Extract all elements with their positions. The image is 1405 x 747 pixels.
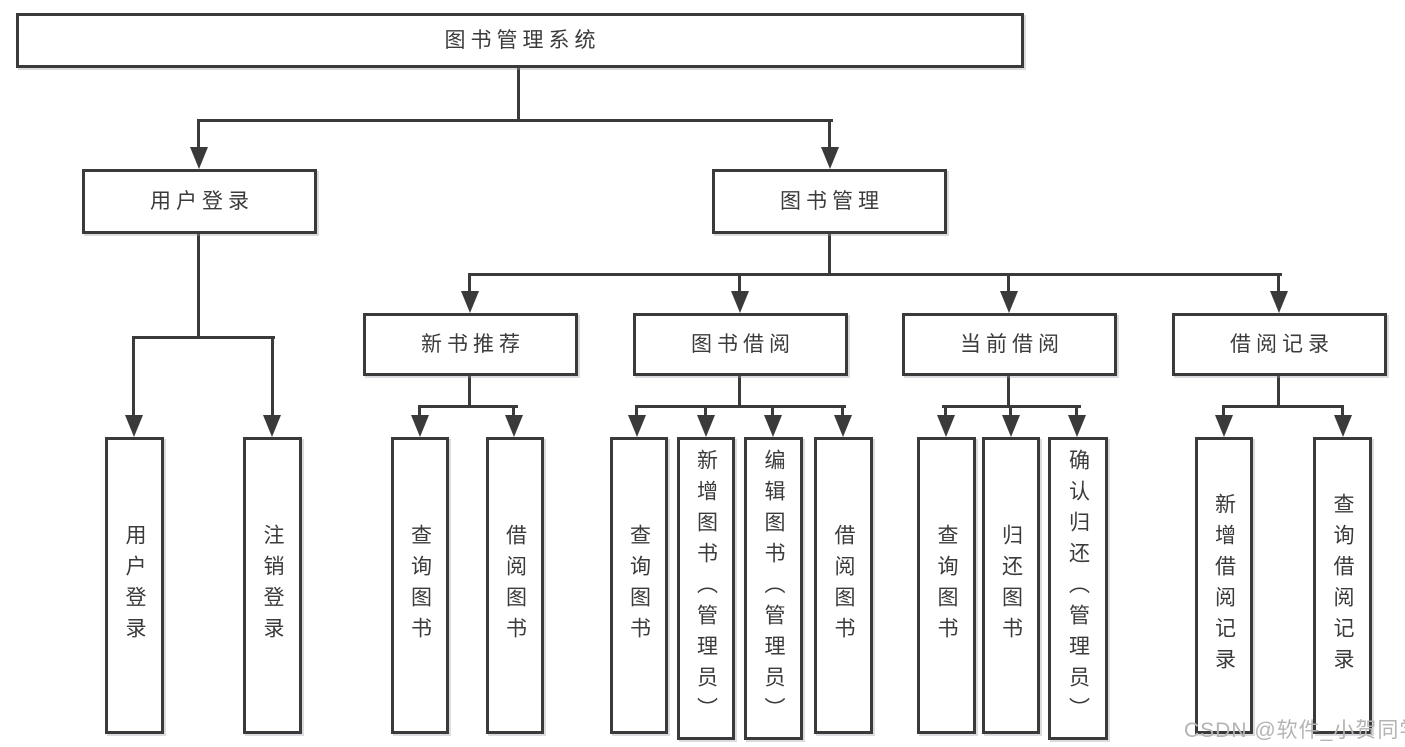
- arrow-down-icon: [125, 415, 143, 437]
- connector-line: [1007, 276, 1010, 291]
- connector-line: [1007, 376, 1010, 408]
- connector-line: [771, 408, 774, 415]
- leaf-confirm-return-admin: 确认归还（管理员）: [1048, 437, 1108, 740]
- node-label: 当前借阅: [960, 333, 1064, 356]
- node-borrow-record: 借阅记录: [1172, 313, 1387, 376]
- leaf-label: 查询借阅记录: [1331, 492, 1354, 679]
- connector-line: [418, 408, 421, 415]
- leaf-label: 查询图书: [627, 523, 651, 648]
- connector-line: [132, 339, 135, 415]
- connector-line: [738, 376, 741, 408]
- arrow-down-icon: [461, 291, 479, 313]
- node-current-borrow: 当前借阅: [902, 313, 1117, 376]
- connector-line: [1341, 408, 1344, 415]
- leaf-label: 新增图书（管理员）: [694, 449, 718, 728]
- arrow-down-icon: [411, 415, 429, 437]
- connector-line: [738, 276, 741, 291]
- csdn-watermark: CSDN @软件_小贺同学: [1184, 719, 1405, 742]
- connector-line: [468, 273, 1282, 276]
- node-label: 用户登录: [150, 190, 254, 213]
- leaf-label: 查询图书: [935, 523, 958, 648]
- connector-line: [197, 119, 833, 122]
- arrow-down-icon: [731, 291, 749, 313]
- leaf-label: 编辑图书（管理员）: [762, 449, 785, 728]
- leaf-label: 确认归还（管理员）: [1066, 449, 1090, 728]
- connector-line: [635, 408, 638, 415]
- connector-line: [1277, 376, 1280, 408]
- leaf-label: 用户登录: [123, 523, 146, 648]
- arrow-down-icon: [1000, 291, 1018, 313]
- arrow-down-icon: [821, 147, 839, 169]
- node-root: 图书管理系统: [16, 13, 1024, 68]
- arrow-down-icon: [1334, 415, 1352, 437]
- leaf-edit-book-admin: 编辑图书（管理员）: [744, 437, 803, 740]
- node-user-login: 用户登录: [82, 169, 317, 234]
- connector-line: [1075, 408, 1078, 415]
- leaf-add-borrow-record: 新增借阅记录: [1195, 437, 1253, 734]
- connector-line: [1222, 408, 1225, 415]
- node-label: 图书借阅: [691, 333, 795, 356]
- arrow-down-icon: [190, 147, 208, 169]
- arrow-down-icon: [263, 415, 281, 437]
- connector-line: [1277, 276, 1280, 291]
- connector-line: [132, 336, 275, 339]
- leaf-borrow-book-2: 借阅图书: [814, 437, 873, 734]
- leaf-label: 注销登录: [261, 523, 284, 648]
- connector-line: [828, 122, 831, 147]
- arrow-down-icon: [1002, 415, 1020, 437]
- connector-line: [468, 376, 471, 408]
- leaf-label: 新增借阅记录: [1212, 492, 1236, 679]
- leaf-query-borrow-record: 查询借阅记录: [1313, 437, 1372, 734]
- connector-line: [704, 408, 707, 415]
- leaf-label: 借阅图书: [832, 523, 855, 648]
- leaf-user-login: 用户登录: [105, 437, 164, 734]
- connector-line: [418, 405, 518, 408]
- leaf-label: 归还图书: [999, 523, 1023, 648]
- node-book-borrow: 图书借阅: [633, 313, 848, 376]
- arrow-down-icon: [628, 415, 646, 437]
- connector-line: [942, 405, 1081, 408]
- arrow-down-icon: [697, 415, 715, 437]
- connector-line: [271, 339, 274, 415]
- leaf-borrow-book-1: 借阅图书: [486, 437, 544, 734]
- leaf-label: 借阅图书: [503, 523, 527, 648]
- connector-line: [828, 234, 831, 276]
- leaf-return-book: 归还图书: [982, 437, 1040, 734]
- node-label: 借阅记录: [1230, 333, 1334, 356]
- connector-line: [944, 408, 947, 415]
- leaf-logout: 注销登录: [243, 437, 302, 734]
- node-label: 图书管理: [780, 190, 884, 213]
- arrow-down-icon: [834, 415, 852, 437]
- arrow-down-icon: [937, 415, 955, 437]
- arrow-down-icon: [1270, 291, 1288, 313]
- node-new-book-recommend: 新书推荐: [363, 313, 578, 376]
- connector-line: [635, 405, 846, 408]
- arrow-down-icon: [1068, 415, 1086, 437]
- arrow-down-icon: [505, 415, 523, 437]
- leaf-add-book-admin: 新增图书（管理员）: [677, 437, 735, 740]
- connector-line: [197, 122, 200, 147]
- connector-line: [512, 408, 515, 415]
- connector-line: [1009, 408, 1012, 415]
- leaf-query-book-1: 查询图书: [391, 437, 449, 734]
- connector-line: [197, 234, 200, 339]
- leaf-query-book-2: 查询图书: [610, 437, 668, 734]
- node-root-label: 图书管理系统: [444, 29, 601, 52]
- node-book-management: 图书管理: [712, 169, 947, 234]
- connector-line: [468, 276, 471, 291]
- connector-line: [517, 68, 520, 122]
- arrow-down-icon: [1215, 415, 1233, 437]
- node-label: 新书推荐: [421, 333, 525, 356]
- connector-line: [1222, 405, 1344, 408]
- leaf-label: 查询图书: [408, 523, 432, 648]
- connector-line: [841, 408, 844, 415]
- arrow-down-icon: [764, 415, 782, 437]
- leaf-query-book-3: 查询图书: [917, 437, 976, 734]
